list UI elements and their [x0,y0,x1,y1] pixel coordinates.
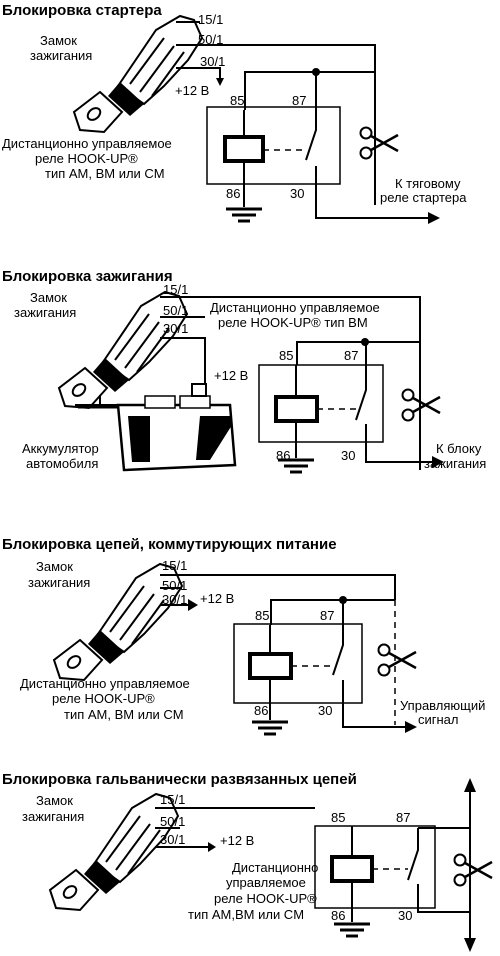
relay-label-line1: Дистанционно управляемое [2,136,172,151]
battery-label-line1: Аккумулятор [22,441,99,456]
section-power-circuits-lock: Блокировка цепей, коммутирующих питание … [2,536,485,736]
output-label-line2: реле стартера [380,190,467,205]
section-starter-lock: Блокировка стартера Замок зажигания 15/1… [2,2,467,224]
terminal-15-1: 15/1 [198,12,223,27]
ground-icon [332,922,372,938]
ignition-label-line1: Замок [36,793,73,808]
section-ignition-lock: Блокировка зажигания Замок зажигания 15/… [2,268,486,474]
supply-label: +12 В [214,368,248,383]
pin-87: 87 [344,348,358,363]
pin-87: 87 [292,93,306,108]
pin-85: 85 [331,810,345,825]
terminal-30-1: 30/1 [200,54,225,69]
output-label-line1: Управляющий [400,698,485,713]
relay-label-line1: Дистанционно [232,860,318,875]
relay-label-line2: реле HOOK-UP® [35,151,138,166]
terminal-50-1: 50/1 [163,303,188,318]
output-label-line1: К тяговому [395,176,461,191]
ground-icon [224,207,264,223]
pin-86: 86 [226,186,240,201]
pin-30: 30 [290,186,304,201]
section-title: Блокировка зажигания [2,268,173,285]
section-title: Блокировка гальванически развязанных цеп… [2,771,357,788]
terminal-15-1: 15/1 [163,282,188,297]
relay-label-line3: реле HOOK-UP® [214,891,317,906]
terminal-50-1: 50/1 [160,814,185,829]
relay-label-line3: тип AM, BM или CM [45,166,165,181]
scissors-icon [453,853,494,887]
terminal-30-1: 30/1 [162,592,187,607]
relay-label-line1: Дистанционно управляемое [210,300,380,315]
relay-label-line2: реле HOOK-UP® [52,691,155,706]
output-label-line2: зажигания [424,456,486,471]
pin-85: 85 [279,348,293,363]
supply-label: +12 В [220,833,254,848]
pin-30: 30 [398,908,412,923]
pin-30: 30 [341,448,355,463]
section-title: Блокировка цепей, коммутирующих питание [2,536,337,553]
ignition-label-line2: зажигания [30,48,92,63]
terminal-50-1: 50/1 [198,32,223,47]
scissors-icon [377,643,418,677]
output-label-line1: К блоку [436,441,482,456]
terminal-15-1: 15/1 [160,792,185,807]
relay-label-line1: Дистанционно управляемое [20,676,190,691]
ignition-label-line2: зажигания [22,809,84,824]
pin-87: 87 [320,608,334,623]
pin-85: 85 [230,93,244,108]
relay-label-line2: реле HOOK-UP® тип BM [218,315,368,330]
terminal-15-1: 15/1 [162,558,187,573]
relay-label-line3: тип AM, BM или CM [64,707,184,722]
scissors-icon [359,126,400,160]
ground-icon [250,720,290,736]
supply-label: +12 В [175,83,209,98]
relay-label-line4: тип AM,BM или CM [188,907,304,922]
battery-label-line2: автомобиля [26,456,98,471]
pin-85: 85 [255,608,269,623]
pin-30: 30 [318,703,332,718]
ignition-key-icon [73,15,203,133]
section-galvanic-isolated-lock: Блокировка гальванически развязанных цеп… [2,771,494,952]
scissors-icon [401,388,442,422]
terminal-30-1: 30/1 [163,321,188,336]
supply-label: +12 В [200,591,234,606]
section-title: Блокировка стартера [2,2,162,19]
ignition-label-line2: зажигания [14,305,76,320]
ignition-label-line1: Замок [30,290,67,305]
ignition-label-line2: зажигания [28,575,90,590]
pin-87: 87 [396,810,410,825]
terminal-50-1: 50/1 [162,578,187,593]
ignition-label-line1: Замок [40,33,77,48]
output-label-line2: сигнал [418,712,459,727]
terminal-30-1: 30/1 [160,832,185,847]
pin-86: 86 [254,703,268,718]
relay-label-line2: управляемое [226,875,306,890]
pin-86: 86 [331,908,345,923]
ignition-label-line1: Замок [36,559,73,574]
